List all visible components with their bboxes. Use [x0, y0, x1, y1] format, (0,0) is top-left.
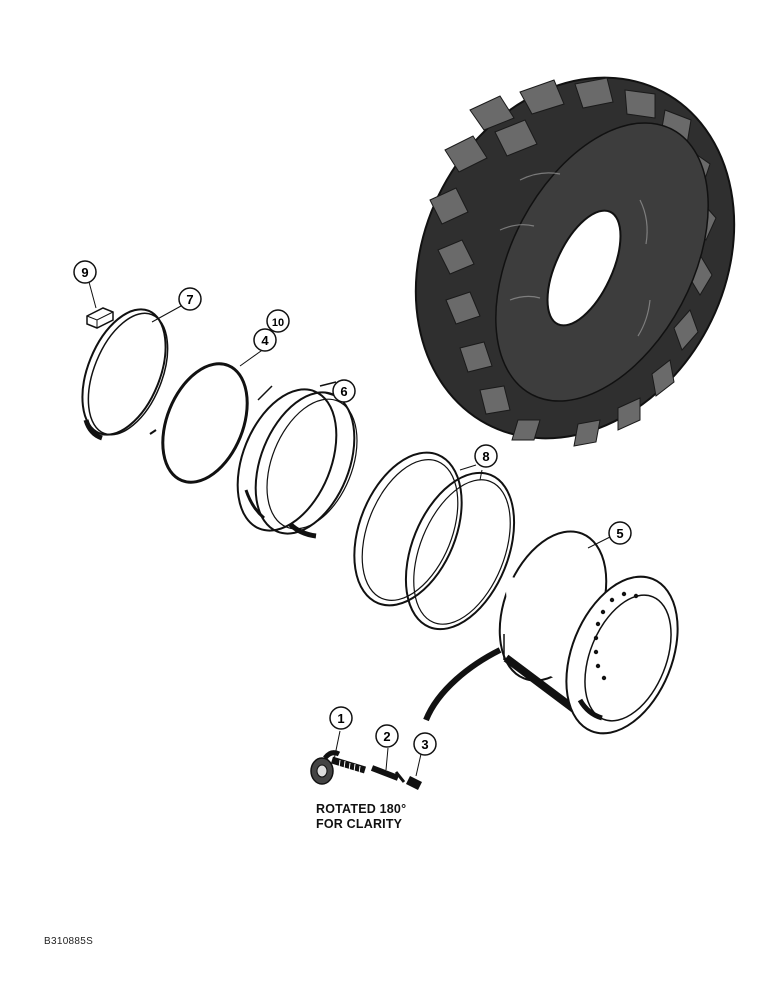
callout-4-label: 4	[261, 333, 269, 348]
callout-4: 4	[253, 328, 277, 352]
callout-5: 5	[608, 521, 632, 545]
callout-9: 9	[73, 260, 97, 284]
part-9-block	[86, 307, 114, 329]
callout-2-label: 2	[383, 729, 390, 744]
figure-id: B310885S	[44, 936, 94, 947]
valve-hose	[423, 647, 502, 722]
part-5-rim	[498, 530, 679, 735]
rotation-note-line1: ROTATED 180°	[316, 802, 407, 816]
callout-5-label: 5	[616, 526, 623, 541]
leader-lines	[88, 281, 611, 777]
rotation-note: ROTATED 180° FOR CLARITY	[316, 802, 406, 832]
callout-2: 2	[375, 724, 399, 748]
callout-9-label: 9	[81, 265, 88, 280]
callout-10-label: 10	[272, 317, 284, 329]
part-2-valve-core	[370, 765, 406, 783]
callout-8: 8	[474, 444, 498, 468]
part-6-bead-seat-band	[236, 381, 358, 539]
part-8-flange-ring-b	[404, 471, 516, 631]
callout-8-label: 8	[482, 449, 489, 464]
callout-1-label: 1	[337, 711, 344, 726]
part-7-split-ring	[81, 308, 169, 441]
callout-10: 10	[266, 309, 290, 333]
callout-3: 3	[413, 732, 437, 756]
part-3-valve-cap	[405, 775, 423, 791]
callout-7-label: 7	[186, 292, 193, 307]
callout-6: 6	[332, 379, 356, 403]
part-1-valve-body	[310, 750, 367, 785]
rotation-note-line2: FOR CLARITY	[316, 817, 403, 831]
tire	[414, 76, 736, 447]
callout-1: 1	[329, 706, 353, 730]
callout-6-label: 6	[340, 384, 347, 399]
callout-3-label: 3	[421, 737, 428, 752]
callout-7: 7	[178, 287, 202, 311]
part-8-flange-ring-a	[353, 451, 463, 607]
part-4-o-ring	[161, 362, 249, 484]
